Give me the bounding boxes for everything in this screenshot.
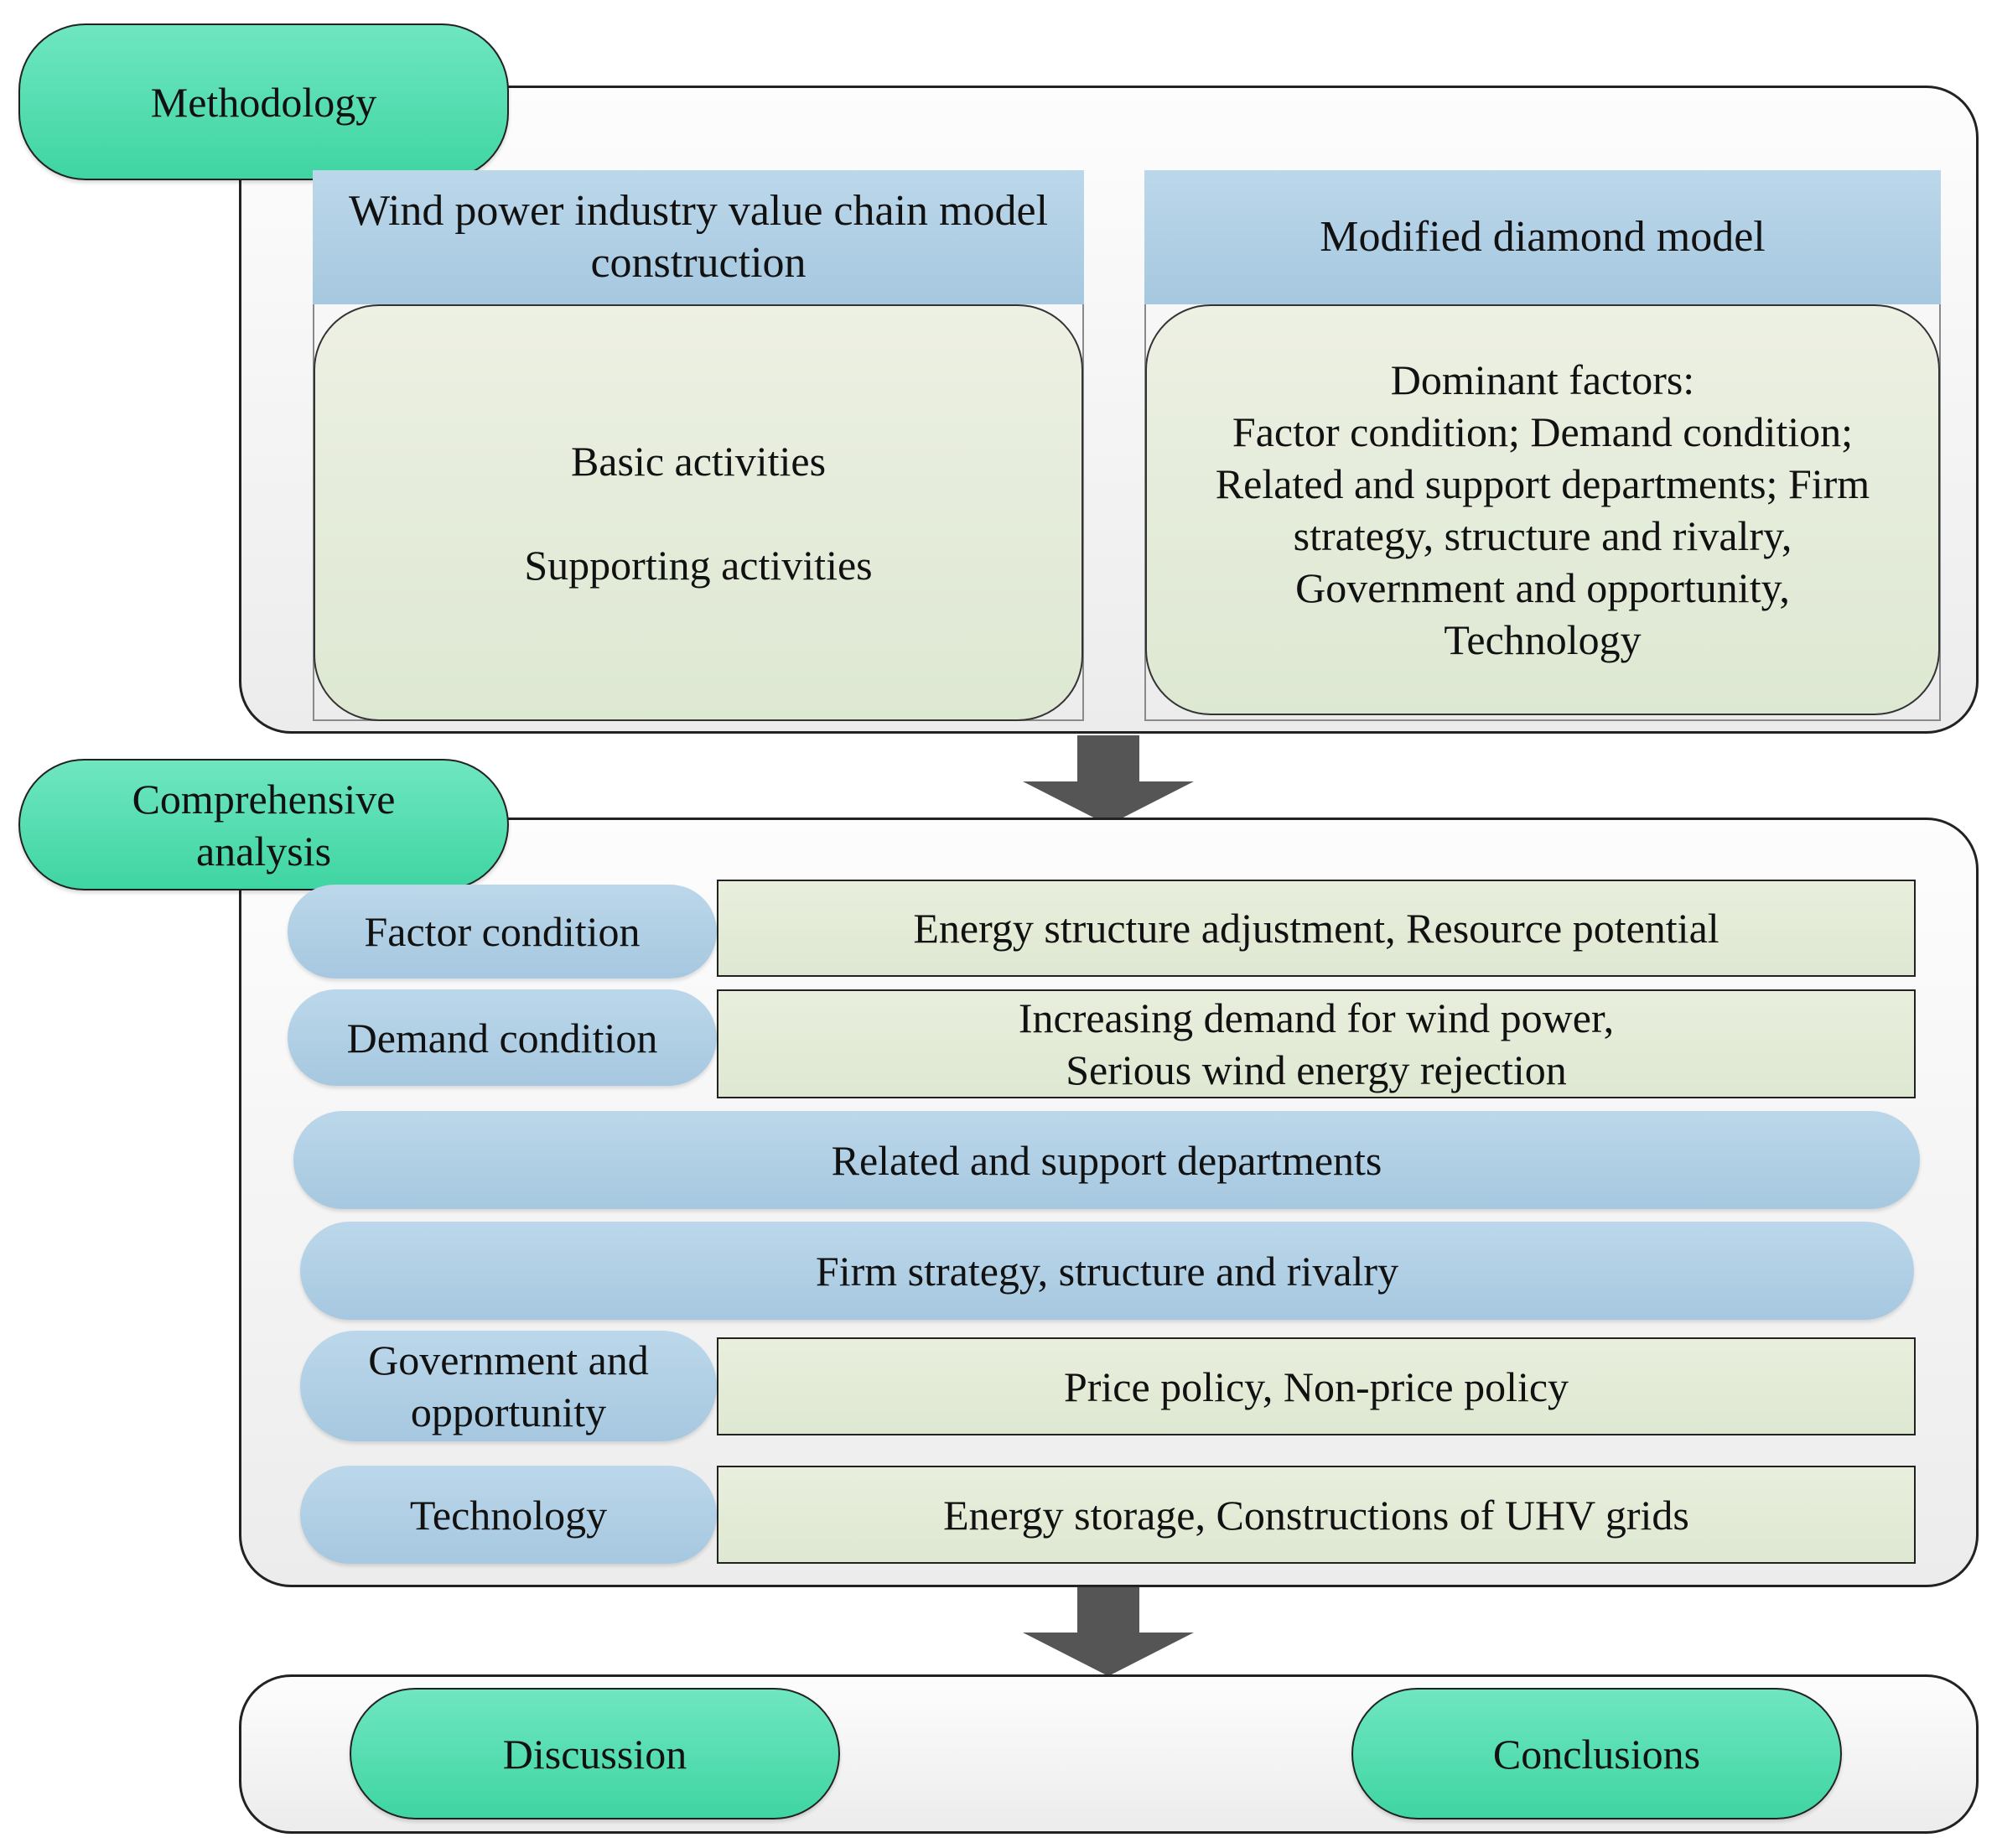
- government-detail-text: Price policy, Non-price policy: [1063, 1363, 1569, 1410]
- diamond-panel: Dominant factors: Factor condition; Dema…: [1145, 304, 1940, 715]
- conclusions-tag: Conclusions: [1351, 1688, 1842, 1819]
- technology-detail-text: Energy storage, Constructions of UHV gri…: [943, 1491, 1689, 1539]
- analysis-tag-label: Comprehensive analysis: [132, 775, 396, 875]
- down-arrow-2-head: [1023, 1633, 1194, 1676]
- demand-condition-pill: Demand condition: [288, 989, 717, 1086]
- diamond-line: strategy, structure and rivalry,: [1293, 512, 1792, 559]
- diamond-line: Dominant factors:: [1390, 356, 1695, 403]
- firm-strategy-label: Firm strategy, structure and rivalry: [815, 1247, 1399, 1295]
- firm-strategy-pill: Firm strategy, structure and rivalry: [300, 1222, 1914, 1320]
- technology-detail: Energy storage, Constructions of UHV gri…: [717, 1466, 1916, 1564]
- analysis-tag: Comprehensive analysis: [18, 759, 509, 890]
- demand-condition-label: Demand condition: [346, 1014, 658, 1062]
- diamond-heading: Modified diamond model: [1144, 170, 1941, 304]
- down-arrow-1-stem: [1077, 735, 1139, 782]
- factor-condition-label: Factor condition: [364, 908, 641, 955]
- basic-activities: Basic activities: [570, 437, 827, 485]
- diamond-line: Factor condition; Demand condition;: [1232, 408, 1854, 455]
- government-pill: Government and opportunity: [300, 1331, 717, 1441]
- government-label: Government and opportunity: [368, 1337, 649, 1435]
- methodology-tag-label: Methodology: [150, 78, 377, 126]
- down-arrow-2-stem: [1077, 1587, 1139, 1633]
- related-support-pill: Related and support departments: [293, 1111, 1920, 1209]
- factor-condition-pill: Factor condition: [288, 885, 717, 979]
- diamond-heading-text: Modified diamond model: [1320, 213, 1766, 261]
- discussion-label: Discussion: [502, 1730, 687, 1778]
- diamond-line: Related and support departments; Firm: [1215, 460, 1870, 507]
- value-chain-panel: Basic activities Supporting activities: [314, 304, 1083, 721]
- government-detail: Price policy, Non-price policy: [717, 1337, 1916, 1435]
- conclusions-label: Conclusions: [1492, 1730, 1701, 1778]
- factor-condition-detail-text: Energy structure adjustment, Resource po…: [913, 905, 1719, 952]
- methodology-tag: Methodology: [18, 23, 509, 180]
- supporting-activities: Supporting activities: [524, 541, 873, 589]
- diamond-line: Government and opportunity,: [1295, 564, 1790, 611]
- value-chain-heading-text: Wind power industry value chain model co…: [348, 187, 1049, 287]
- factor-condition-detail: Energy structure adjustment, Resource po…: [717, 880, 1916, 977]
- demand-condition-detail-line: Increasing demand for wind power,: [1018, 994, 1615, 1041]
- related-support-label: Related and support departments: [831, 1136, 1382, 1184]
- technology-pill: Technology: [300, 1466, 717, 1564]
- value-chain-heading: Wind power industry value chain model co…: [313, 170, 1084, 304]
- diamond-line: Technology: [1444, 616, 1642, 663]
- technology-label: Technology: [409, 1491, 608, 1539]
- demand-condition-detail: Increasing demand for wind power, Seriou…: [717, 989, 1916, 1098]
- discussion-tag: Discussion: [350, 1688, 840, 1819]
- demand-condition-detail-line: Serious wind energy rejection: [1066, 1046, 1567, 1093]
